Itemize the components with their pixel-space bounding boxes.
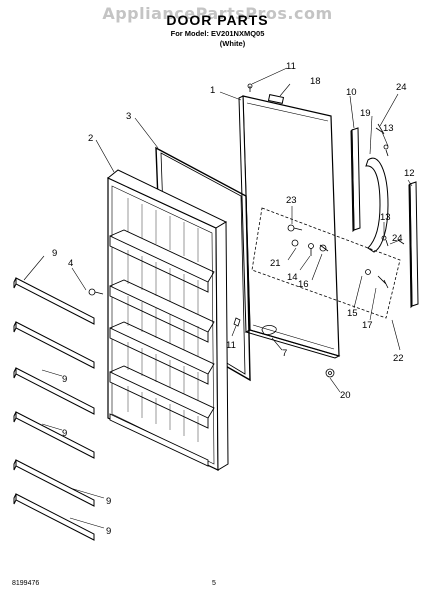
page-title: DOOR PARTS — [166, 12, 269, 28]
part-label-18 — [267, 94, 285, 104]
liner-shelves — [109, 198, 215, 467]
page-number: 5 — [212, 580, 216, 587]
model-line: For Model: EV201NXMQ05 — [170, 29, 265, 38]
doc-number: 8199476 — [12, 580, 40, 587]
callout-11a: 11 — [286, 61, 296, 72]
part-door-outer — [238, 95, 341, 359]
callout-24b: 24 — [392, 233, 403, 244]
callout-10: 10 — [346, 87, 357, 98]
callout-24a: 24 — [396, 82, 407, 93]
callout-9b: 9 — [62, 374, 67, 385]
part-handle — [365, 157, 389, 253]
callout-11b: 11 — [226, 340, 236, 351]
callout-21: 21 — [270, 258, 281, 269]
callout-9c: 9 — [62, 428, 67, 439]
part-trim-12 — [408, 181, 419, 309]
part-trim-10 — [350, 127, 361, 233]
callout-14: 14 — [287, 272, 298, 283]
callout-23: 23 — [286, 195, 297, 206]
callout-9d: 9 — [106, 496, 111, 507]
callout-13a: 13 — [383, 123, 394, 134]
color-line: (White) — [219, 39, 246, 48]
callout-20: 20 — [340, 390, 351, 401]
callout-1: 1 — [210, 85, 215, 96]
callout-7: 7 — [282, 348, 287, 359]
leader-lines — [23, 67, 413, 529]
watermark: AppliancePartsPros.com — [102, 4, 333, 23]
callout-3: 3 — [126, 111, 131, 122]
callout-22: 22 — [393, 353, 404, 364]
callout-4: 4 — [68, 258, 73, 269]
part-shelf-trims — [13, 277, 95, 541]
callout-19: 19 — [360, 108, 371, 119]
callout-18: 18 — [310, 76, 321, 87]
callout-13b: 13 — [380, 212, 391, 223]
callout-2: 2 — [88, 133, 93, 144]
callout-12: 12 — [404, 168, 415, 179]
callout-9e: 9 — [106, 526, 111, 537]
callout-15: 15 — [347, 308, 358, 319]
callout-17: 17 — [362, 320, 373, 331]
hinge-kit-outline — [251, 207, 401, 319]
callout-labels: 11 1 3 2 18 10 19 24 13 12 13 24 23 21 1… — [52, 61, 415, 537]
callout-16: 16 — [298, 279, 309, 290]
callout-9a: 9 — [52, 248, 57, 259]
